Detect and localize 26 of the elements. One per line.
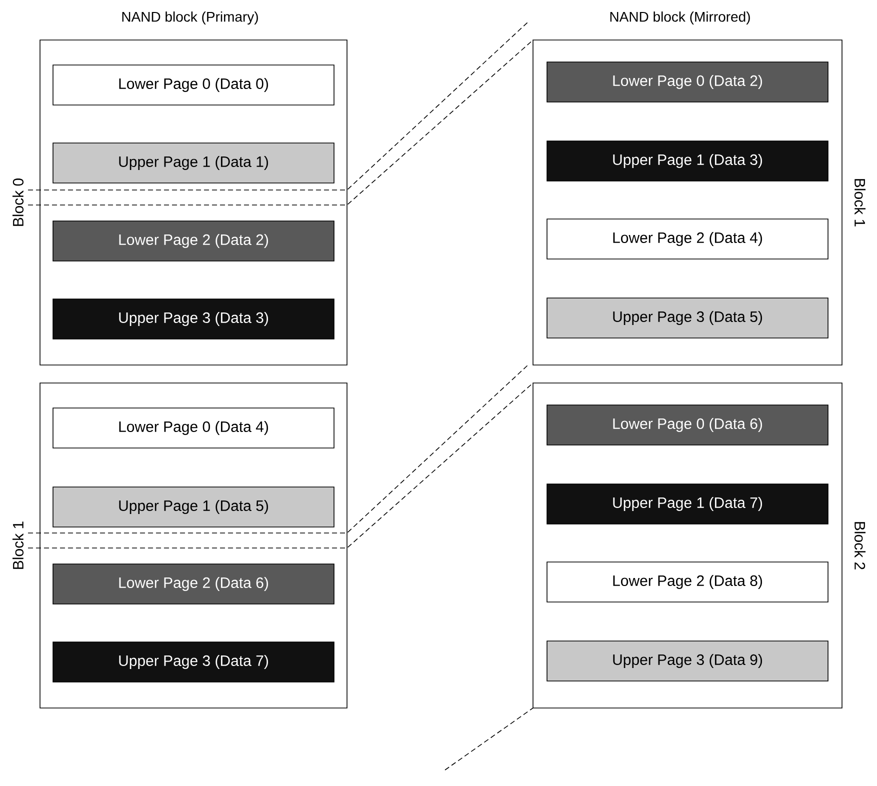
page-box: Lower Page 2 (Data 6) xyxy=(52,564,334,604)
block-frame xyxy=(40,382,348,708)
page-box: Lower Page 0 (Data 4) xyxy=(52,408,334,448)
page-box: Lower Page 0 (Data 6) xyxy=(546,404,828,446)
page-box: Upper Page 3 (Data 3) xyxy=(52,298,334,340)
block-frame xyxy=(532,40,842,366)
page-box: Lower Page 2 (Data 4) xyxy=(546,218,828,260)
page-box: Lower Page 0 (Data 0) xyxy=(52,64,334,106)
block-label: Block 1 xyxy=(12,522,24,569)
page-box: Upper Page 3 (Data 9) xyxy=(546,640,828,682)
block-label: Block 1 xyxy=(854,179,866,226)
page-box: Upper Page 3 (Data 7) xyxy=(52,642,334,682)
column-title: NAND block (Primary) xyxy=(122,11,258,25)
page-box: Upper Page 1 (Data 3) xyxy=(546,140,828,182)
block-label: Block 0 xyxy=(12,178,24,226)
page-box: Lower Page 2 (Data 8) xyxy=(546,562,828,602)
page-box: Lower Page 0 (Data 2) xyxy=(546,62,828,102)
block-frame xyxy=(532,382,842,708)
column-title: NAND block (Mirrored) xyxy=(610,11,750,25)
block-label: Block 2 xyxy=(854,522,866,570)
page-box: Upper Page 1 (Data 7) xyxy=(546,484,828,524)
page-box: Upper Page 1 (Data 5) xyxy=(52,486,334,528)
block-frame xyxy=(40,40,348,366)
page-box: Upper Page 1 (Data 1) xyxy=(52,142,334,184)
page-box: Upper Page 3 (Data 5) xyxy=(546,298,828,338)
page-box: Lower Page 2 (Data 2) xyxy=(52,220,334,262)
